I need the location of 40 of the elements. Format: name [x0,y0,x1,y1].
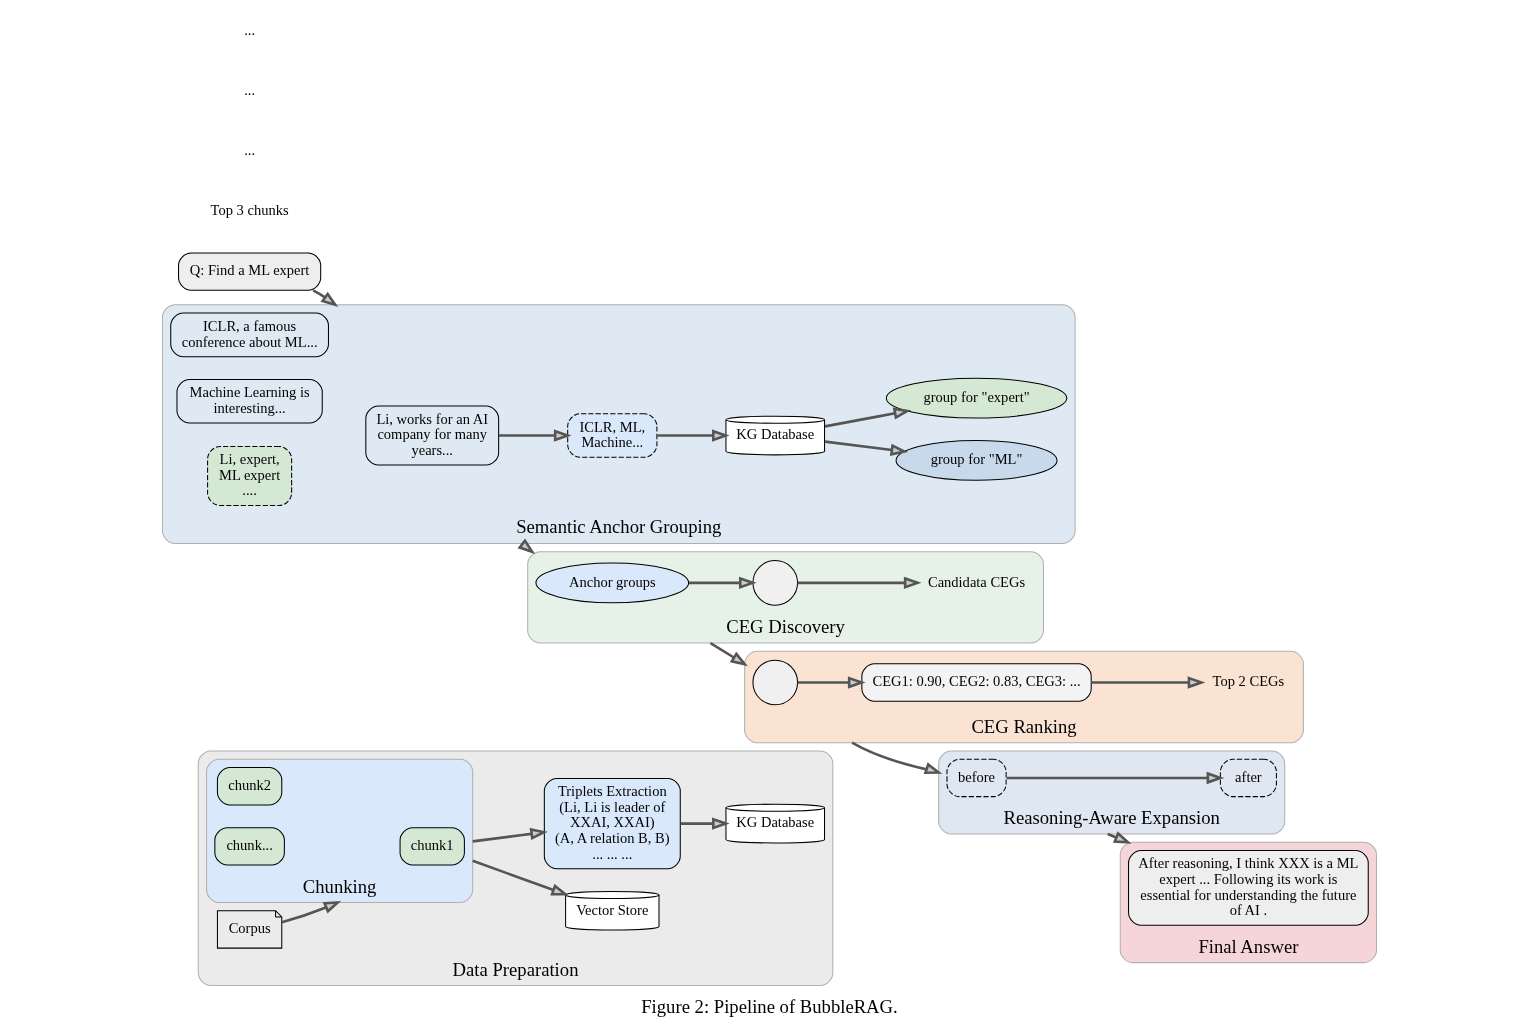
arrow [824,440,908,456]
node-box: After reasoning, I think XXX is a ML expert ... Following its work is essential for understanding the future of AI . [1127,850,1369,926]
arrow [498,429,572,442]
arrow [797,676,866,689]
arrow [688,576,757,590]
caption: Figure 2: Pipeline of BubbleRAG. [640,995,898,1017]
arrow [680,817,730,830]
node-ellipse: Anchor groups [534,562,689,604]
node-box: Triplets Extraction (Li, Li is leader of XXAI, XXAI) (A, A relation B, B) ... ... ... [543,777,681,870]
node-box: Q: Find a ML expert [177,252,321,291]
arrow [1005,771,1224,785]
node-box: Li, works for an AI company for many years... [364,405,499,466]
node-box: ICLR, a famous conference about ML... [169,312,329,358]
arrow [850,741,942,775]
node-text: Candidata CEGs [927,573,1025,590]
node-box: chunk1 [399,827,465,866]
arrow [709,641,748,667]
node-circle [751,560,798,606]
label: Top 3 chunks [210,202,289,219]
node-text: Top 2 CEGs [1212,673,1284,690]
node-box: Machine Learning is interesting... [175,379,323,424]
node-box: CEG1: 0.90, CEG2: 0.83, CEG3: ... [860,663,1092,702]
arrow [472,827,548,843]
node-box: after [1219,758,1277,798]
arrow [281,900,341,924]
arrow [824,407,911,428]
node-box: ICLR, ML, Machine... [566,413,657,458]
label: ... [243,81,255,98]
arrow [1090,676,1205,689]
label: ... [243,21,255,38]
node-ellipse: group for "ML" [895,440,1058,481]
node-box: before [945,758,1007,798]
node-circle [751,659,798,706]
label: ... [243,142,255,159]
arrow [656,429,730,442]
node-box: chunk2 [216,767,282,806]
arrow [797,576,922,590]
arrow [471,859,569,896]
node-box: Li, expert, ML expert .... [206,445,292,507]
node-box: chunk... [213,827,285,866]
